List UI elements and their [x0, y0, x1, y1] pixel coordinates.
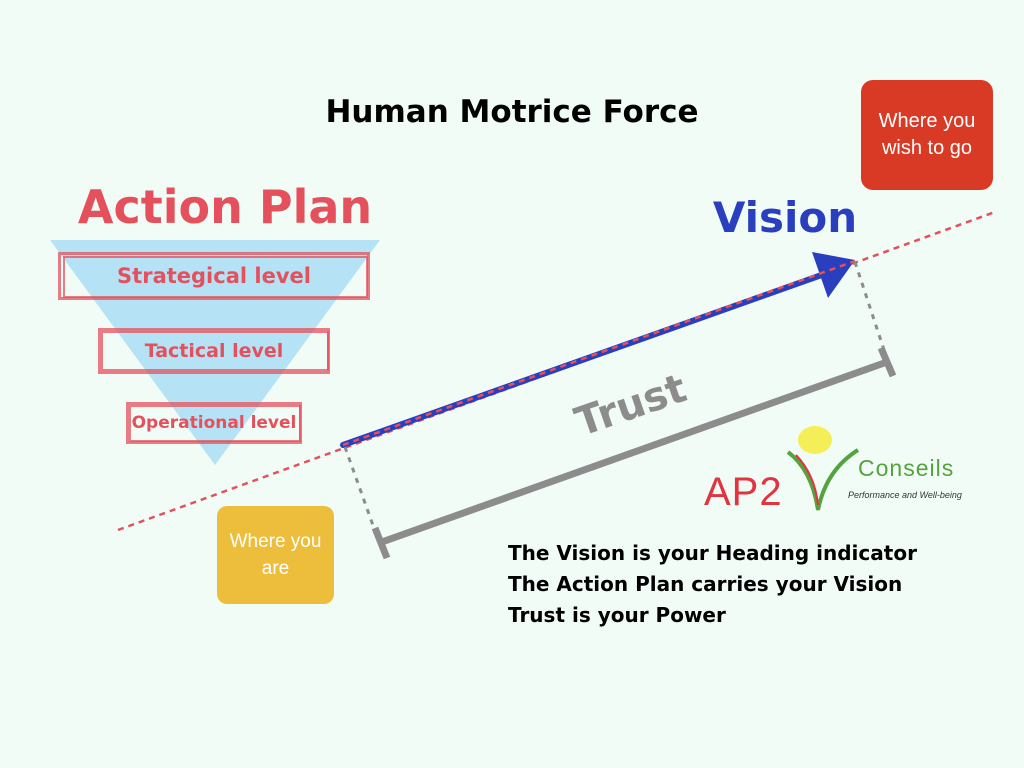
logo-tagline: Performance and Well-being — [848, 490, 962, 500]
statements-block: The Vision is your Heading indicator The… — [508, 538, 917, 631]
strategical-level-frame-inner — [63, 256, 368, 298]
trust-bar-end-right — [877, 346, 897, 378]
action-plan-title: Action Plan — [77, 180, 373, 234]
logo-sun — [798, 426, 832, 454]
trust-bar — [380, 358, 889, 546]
strategical-level-label: Strategical level — [117, 264, 311, 288]
trust-label: Trust — [569, 365, 692, 446]
vision-guide — [853, 261, 890, 363]
destination-box: Where you wish to go — [861, 80, 993, 190]
statement-vision: The Vision is your Heading indicator — [508, 541, 917, 565]
strategical-level-frame — [58, 252, 370, 300]
logo-ap2v-text: AP2 — [704, 470, 783, 514]
vision-arrow-head — [812, 252, 855, 298]
origin-text: Where you are — [229, 531, 322, 579]
operational-level-frame-inner — [129, 405, 301, 442]
logo-v-mark — [786, 448, 860, 511]
logo-conseils-text: Conseils — [858, 455, 955, 481]
operational-level-label: Operational level — [131, 413, 297, 433]
trust-bar-end-left — [371, 526, 391, 560]
origin-box: Where you are — [217, 506, 334, 604]
destination-text: Where you wish to go — [878, 110, 976, 159]
logo-v-inner — [795, 454, 819, 506]
trajectory-overlay — [342, 259, 856, 447]
page-title: Human Motrice Force — [325, 94, 699, 130]
vision-label: Vision — [712, 193, 858, 242]
tactical-level-label: Tactical level — [144, 340, 284, 362]
statement-trust: Trust is your Power — [508, 603, 726, 627]
statement-action-plan: The Action Plan carries your Vision — [508, 572, 903, 596]
tactical-level-frame-inner — [101, 331, 329, 371]
